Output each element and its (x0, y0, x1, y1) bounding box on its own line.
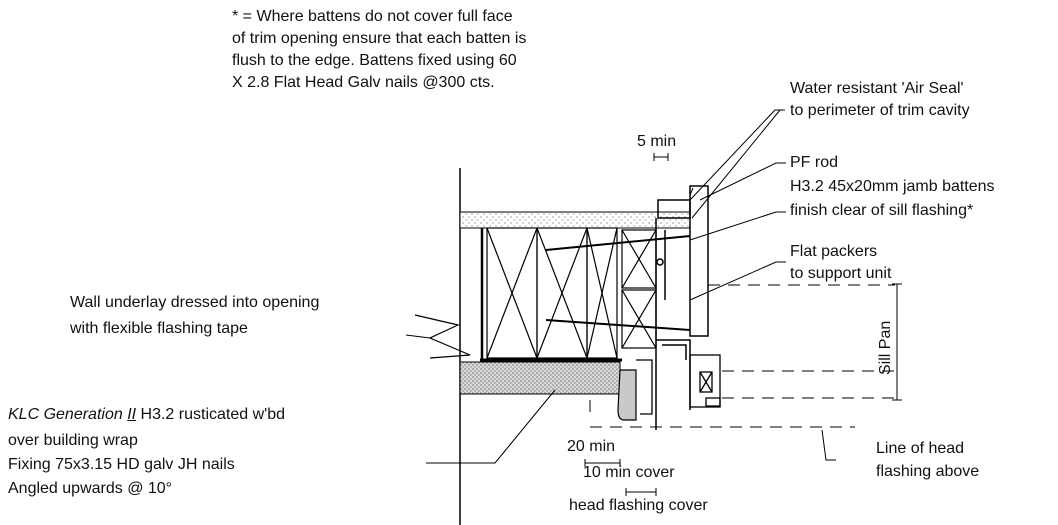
cladding-label-1: KLC Generation II H3.2 rusticated w'bd (8, 404, 285, 426)
five-min-label: 5 min (637, 133, 677, 150)
fixing-nails (545, 235, 691, 331)
cladding-generation-numeral: II (127, 406, 137, 423)
batten-note-line-4: X 2.8 Flat Head Galv nails @300 cts. (232, 74, 495, 91)
ten-min-cover-label: 10 min cover (583, 464, 675, 481)
head-flashing-line-label-2: flashing above (876, 463, 980, 480)
timber-framing (486, 227, 618, 359)
head-flashing-cover-label: head flashing cover (569, 497, 708, 514)
sill-pan-label: Sill Pan (877, 321, 894, 375)
wall-underlay-label-1: Wall underlay dressed into opening (70, 294, 320, 311)
cladding-italic-text: KLC Generation (8, 406, 128, 423)
head-flashing-line-label-1: Line of head (876, 440, 965, 457)
window-sill-frame (636, 354, 721, 415)
dimension-ticks (584, 153, 669, 496)
pf-rod-label: PF rod (790, 154, 839, 171)
cladding-label-4: Angled upwards @ 10° (8, 480, 173, 497)
batten-note-line-3: flush to the edge. Battens fixed using 6… (232, 52, 517, 69)
jamb-battens-label-2: finish clear of sill flashing* (790, 202, 974, 219)
cladding-label-2: over building wrap (8, 432, 138, 449)
dashed-reference-lines (589, 284, 895, 428)
batten-note-line-1: * = Where battens do not cover full face (232, 8, 513, 25)
cladding-board (459, 361, 621, 395)
leader-lines (405, 109, 836, 464)
wall-break-symbol (414, 314, 471, 359)
air-seal-label-2: to perimeter of trim cavity (790, 102, 970, 119)
flat-packers-label-2: to support unit (790, 265, 892, 282)
cladding-label-3: Fixing 75x3.15 HD galv JH nails (8, 456, 235, 473)
sill-flashing (617, 369, 637, 421)
batten-note-line-2: of trim opening ensure that each batten … (232, 30, 527, 47)
flat-packers-label-1: Flat packers (790, 243, 878, 260)
cladding-rest-text: H3.2 rusticated w'bd (136, 406, 285, 423)
jamb-battens-label-1: H3.2 45x20mm jamb battens (790, 178, 995, 195)
sill-pan-dimension (892, 283, 902, 401)
twenty-min-label: 20 min (567, 438, 616, 455)
jamb-battens (621, 229, 657, 349)
wall-underlay-label-2: with flexible flashing tape (70, 320, 248, 337)
air-seal-label-1: Water resistant 'Air Seal' (790, 80, 964, 97)
